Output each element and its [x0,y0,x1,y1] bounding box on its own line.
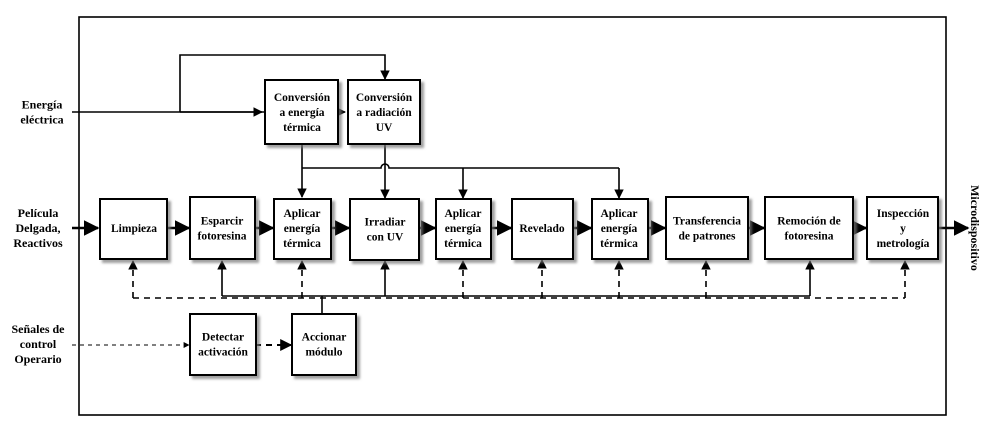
box-detectar-line-1: Detectar [202,332,244,344]
box-irradiar: Irradiar con UV [349,198,420,261]
input-pelicula-label-line-2: Delgada, [16,221,61,235]
input-senales-label-line-2: control [20,337,57,351]
box-detectar-line-2: activación [198,347,248,359]
box-aplicar-2: Aplicar energía térmica [435,198,492,260]
box-inspeccion-line-2: y [900,223,906,235]
box-aplicar-2-line-2: energía [445,223,482,235]
box-esparcir-line-1: Esparcir [201,216,244,228]
box-conversion-thermal-line-1: Conversión [274,92,331,104]
box-limpieza: Limpieza [99,198,168,260]
box-conversion-thermal-line-2: a energía [279,107,324,119]
control-bus [72,259,910,351]
box-remocion-line-1: Remoción de [777,216,841,228]
box-conversion-thermal: Conversión a energía térmica [264,79,339,145]
box-aplicar-2-line-3: térmica [444,238,482,250]
input-senales-label-line-3: Operario [14,352,61,366]
box-esparcir-line-2: fotoresina [198,231,247,243]
box-aplicar-1-line-1: Aplicar [283,208,320,220]
box-revelado-line-1: Revelado [519,223,565,235]
box-inspeccion: Inspección y metrología [866,196,939,260]
box-remocion-line-2: fotoresina [785,231,834,243]
input-energia-label-line-2: eléctrica [20,113,63,127]
box-aplicar-3-line-1: Aplicar [600,208,637,220]
input-energia-label-line-1: Energía [22,98,63,112]
box-conversion-uv-line-1: Conversión [356,92,413,104]
box-aplicar-3-line-3: térmica [600,238,638,250]
box-inspeccion-line-3: metrología [877,238,930,250]
box-accionar: Accionar módulo [291,313,357,376]
box-revelado: Revelado [511,198,574,260]
output-label: Microdispositivo [968,185,982,271]
box-limpieza-line-1: Limpieza [111,223,157,235]
box-transferencia-line-1: Transferencia [673,216,741,228]
box-conversion-thermal-line-3: térmica [283,122,321,134]
box-aplicar-1-line-3: térmica [283,238,321,250]
box-aplicar-2-line-1: Aplicar [444,208,481,220]
box-conversion-uv-line-3: UV [376,122,393,134]
box-inspeccion-line-1: Inspección [877,208,930,220]
box-irradiar-line-2: con UV [367,232,404,244]
box-aplicar-3: Aplicar energía térmica [591,198,649,260]
system-boundary [78,16,947,416]
box-aplicar-1: Aplicar energía térmica [273,198,332,260]
box-transferencia-line-2: de patrones [679,231,736,243]
box-esparcir: Esparcir fotoresina [189,196,256,260]
input-pelicula-label-line-3: Reactivos [13,236,63,250]
box-irradiar-line-1: Irradiar [365,217,406,229]
box-aplicar-3-line-2: energía [601,223,638,235]
input-pelicula-label-line-1: Película [18,206,59,220]
energy-lines [72,54,624,199]
box-remocion: Remoción de fotoresina [764,196,854,260]
box-conversion-uv-line-2: a radiación [356,107,412,119]
input-senales-label-line-1: Señales de [11,322,65,336]
box-accionar-line-2: módulo [305,347,342,359]
box-transferencia: Transferencia de patrones [665,196,749,260]
box-aplicar-1-line-2: energía [284,223,321,235]
box-detectar: Detectar activación [189,313,257,376]
box-accionar-line-1: Accionar [302,332,347,344]
